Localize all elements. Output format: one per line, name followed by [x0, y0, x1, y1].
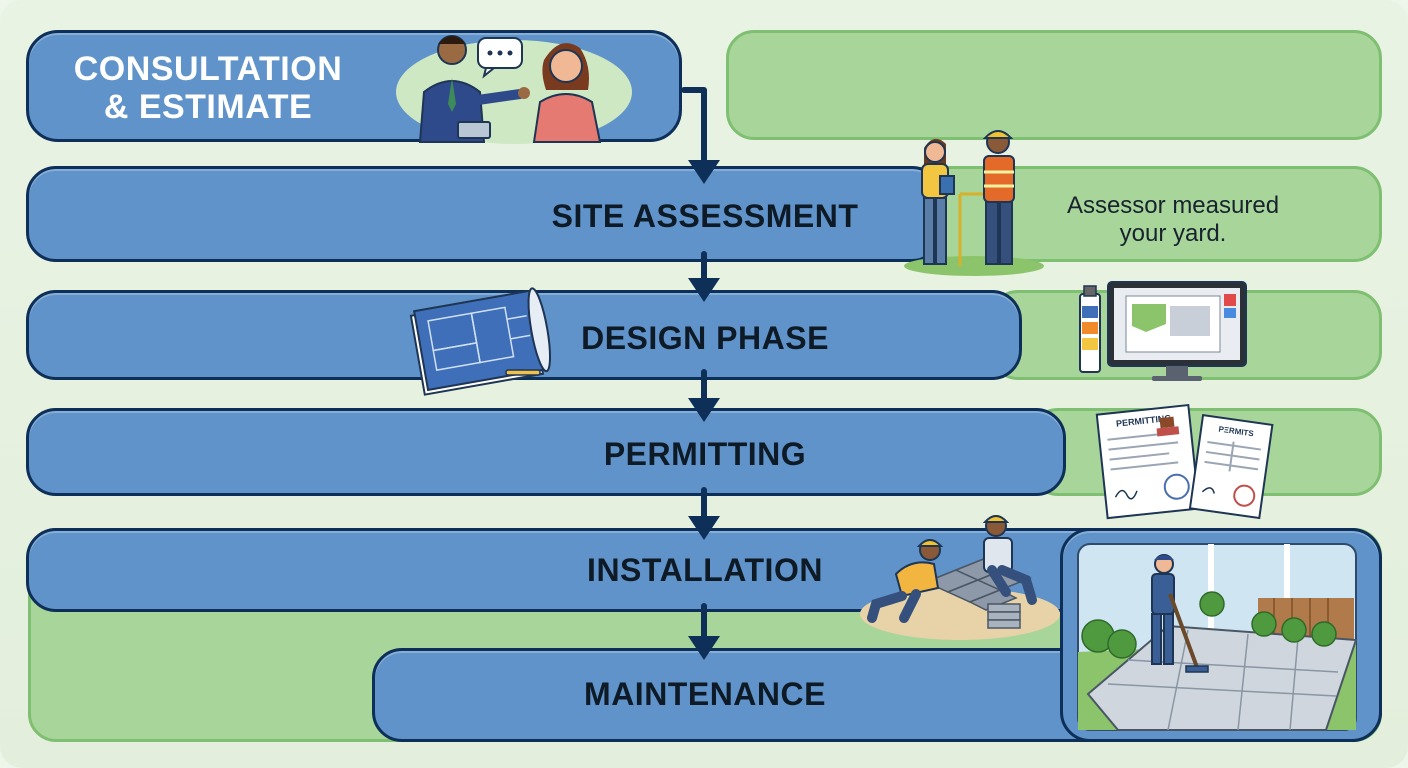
speech-bubble-icon — [477, 37, 523, 79]
maintenance-worker-figure — [1151, 554, 1209, 673]
design-computer-illustration — [1079, 281, 1247, 381]
installer-worker-2 — [982, 515, 1037, 605]
installer-worker-1 — [867, 539, 944, 623]
blueprint-illustration — [409, 287, 552, 396]
step-site-assessment-title: SITE ASSESSMENT — [551, 198, 859, 234]
client-figure — [532, 43, 602, 143]
consultation-illustration — [396, 35, 632, 144]
site-assessment-illustration — [904, 130, 1044, 276]
permit-documents-illustration: PERMITTING PΞRMITS — [1095, 403, 1274, 520]
step-permitting-title: PERMITTING — [603, 436, 807, 472]
arrow-consultation-to-site — [681, 87, 707, 163]
paint-tube-icon — [1079, 285, 1101, 373]
step-consultation-title: CONSULTATION & ESTIMATE — [58, 50, 358, 126]
consultant-figure — [418, 35, 530, 143]
lane-site-assessment — [900, 166, 1382, 262]
monitor-icon — [1107, 281, 1247, 381]
installation-illustration — [860, 515, 1060, 640]
note-line1: Assessor measured — [1066, 192, 1280, 219]
lane-consultation — [726, 30, 1382, 140]
step-design-title: DESIGN PHASE — [581, 320, 829, 356]
assessor-worker-figure — [982, 130, 1015, 265]
step-maintenance-title: MAINTENANCE — [584, 676, 826, 712]
step-permitting-pill — [26, 408, 1066, 496]
consultation-line1: CONSULTATION — [73, 50, 343, 88]
step-installation-title: INSTALLATION — [587, 552, 823, 588]
consultation-line2: & ESTIMATE — [103, 88, 313, 126]
assessor-woman-figure — [921, 138, 955, 265]
maintenance-illustration — [1077, 543, 1358, 731]
site-assessment-note: Assessor measured your yard. — [1042, 192, 1304, 248]
note-line2: your yard. — [1119, 220, 1227, 247]
step-site-assessment-pill — [26, 166, 942, 262]
